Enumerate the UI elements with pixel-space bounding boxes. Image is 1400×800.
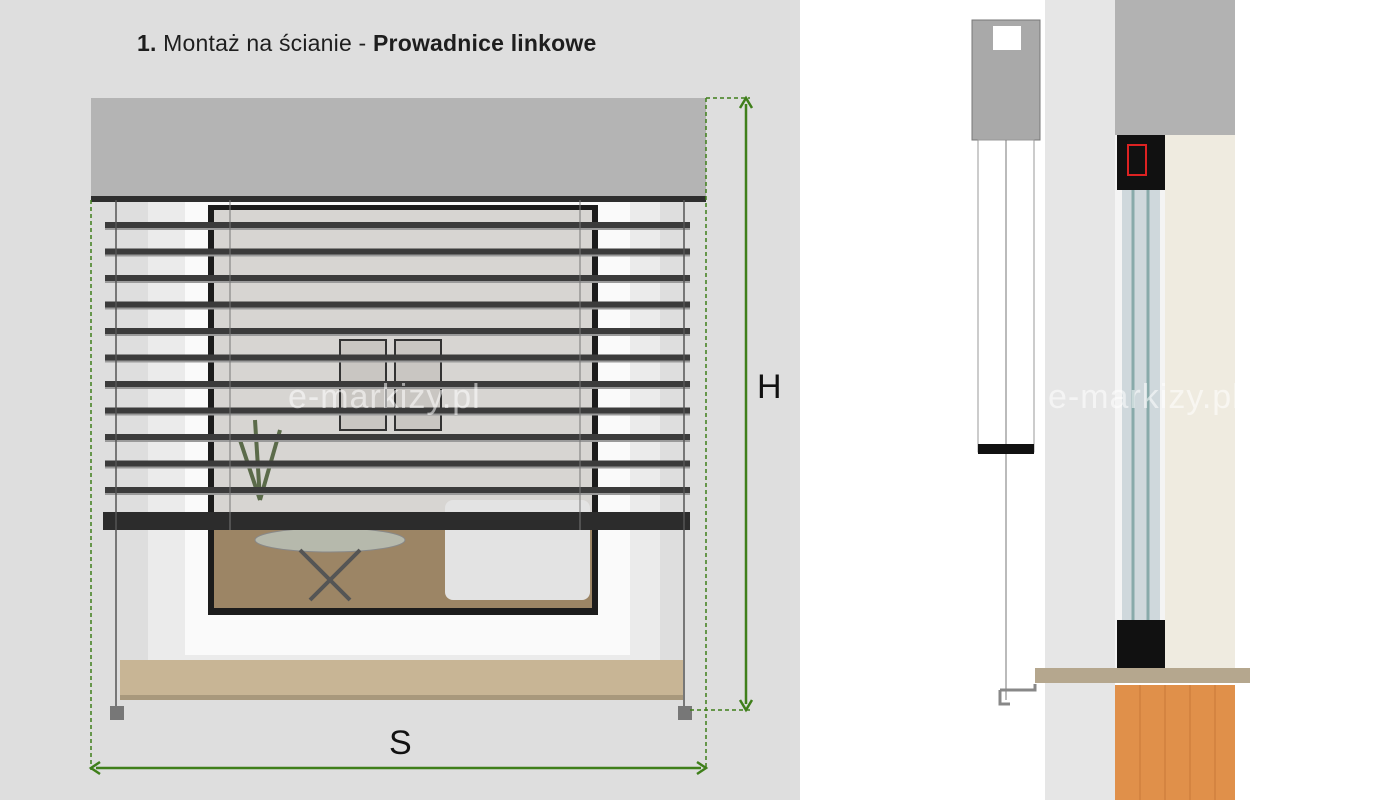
slat-edge xyxy=(105,360,690,363)
slat-edge xyxy=(105,493,690,495)
slat-edge xyxy=(105,466,690,469)
slats xyxy=(105,222,690,495)
slat-edge xyxy=(105,440,690,442)
window-sill xyxy=(120,660,683,700)
brick-wall xyxy=(1115,685,1235,800)
title-text: Montaż na ścianie - xyxy=(156,30,374,56)
bottom-rail-side xyxy=(978,444,1034,454)
slat xyxy=(105,434,690,440)
slat xyxy=(105,275,690,281)
slat-edge xyxy=(105,254,690,257)
height-label: H xyxy=(757,368,782,406)
slat-edge xyxy=(105,307,690,310)
watermark: e-markizy.pl xyxy=(288,378,481,416)
outer-wall-plaster xyxy=(1045,0,1115,800)
slat-edge xyxy=(105,281,690,283)
profile-reinforcement xyxy=(1127,144,1147,176)
slat-edge xyxy=(105,387,690,389)
bottom-rail xyxy=(103,512,690,530)
wire-bracket-left xyxy=(110,706,124,720)
diagram-title: 1. Montaż na ścianie - Prowadnice linkow… xyxy=(137,30,596,57)
wire-bracket-side xyxy=(998,684,1037,706)
slat-edge xyxy=(105,228,690,230)
slat xyxy=(105,354,690,361)
glass-table xyxy=(254,527,406,553)
cassette-bottom xyxy=(91,196,706,202)
slat xyxy=(105,487,690,493)
interior-wall xyxy=(1165,135,1235,670)
slat xyxy=(105,381,690,387)
wire-bracket-right xyxy=(678,706,692,720)
glazing-unit xyxy=(1122,190,1160,620)
title-number: 1. xyxy=(137,30,157,56)
sill-section xyxy=(1035,668,1250,683)
slat xyxy=(105,328,690,334)
tilt-mechanism xyxy=(993,26,1021,50)
headrail-cassette xyxy=(91,98,706,200)
slat-edge xyxy=(105,413,690,416)
brick-lines xyxy=(1139,685,1216,800)
dimension-lines xyxy=(88,95,754,776)
slat xyxy=(105,460,690,467)
slat xyxy=(105,222,690,228)
slat xyxy=(105,407,690,414)
watermark: e-markizy.pl xyxy=(1048,378,1241,416)
width-label: S xyxy=(389,724,412,762)
table-legs xyxy=(298,548,362,602)
slat xyxy=(105,248,690,255)
slat-edge xyxy=(105,334,690,336)
sill-edge xyxy=(120,695,683,700)
dimension-guides xyxy=(90,97,750,770)
title-bold: Prowadnice linkowe xyxy=(373,30,597,56)
slat xyxy=(105,301,690,308)
concrete-lintel xyxy=(1115,0,1235,135)
